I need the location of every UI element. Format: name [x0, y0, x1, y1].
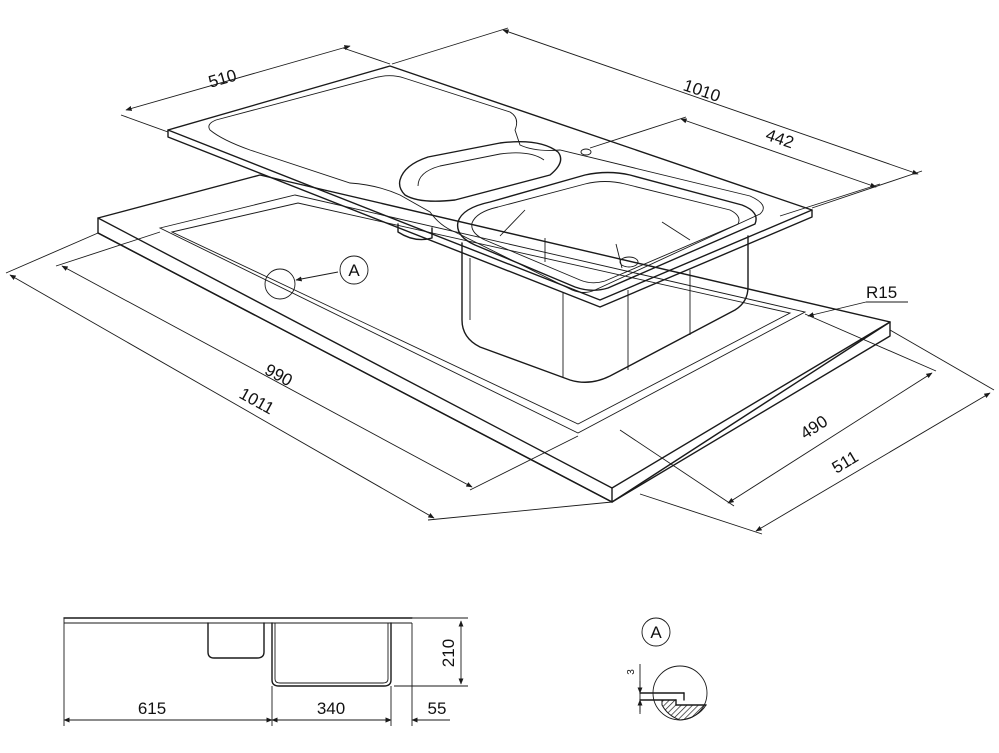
main-bowl [456, 148, 757, 291]
small-bowl-drain [397, 223, 433, 241]
dim-511-label: 511 [829, 447, 862, 477]
callout-letter: A [348, 261, 360, 280]
dim-r15-label: R15 [866, 283, 897, 302]
countertop [97, 174, 891, 503]
detail-a-label: A [650, 623, 662, 642]
dim-490-label: 490 [797, 412, 831, 443]
dim-3-label: 3 [626, 669, 637, 675]
dim-510-label: 510 [206, 66, 239, 92]
detail-a-view: A 3 [626, 617, 708, 721]
dim-1010-label: 1010 [681, 76, 723, 106]
dimension-490: 490 [619, 313, 937, 507]
dim-340-label: 340 [317, 699, 345, 718]
dimension-442: 442 [589, 116, 881, 217]
dim-615-label: 615 [138, 699, 166, 718]
dim-210-label: 210 [439, 639, 458, 667]
dimension-1011: 1011 [5, 232, 613, 521]
small-bowl [398, 140, 562, 202]
dimension-1010: 1010 [391, 27, 923, 209]
dim-55-label: 55 [428, 699, 447, 718]
dim-442-label: 442 [763, 125, 796, 152]
dimension-r15: R15 [807, 283, 908, 318]
detail-callout: A [264, 255, 369, 300]
dimension-510: 510 [120, 45, 391, 133]
section-view: 615 340 55 210 [63, 617, 468, 726]
dim-990-label: 990 [262, 360, 296, 390]
dim-1011-label: 1011 [236, 384, 277, 418]
isometric-view: A 510 1010 442 R15 [5, 27, 995, 535]
